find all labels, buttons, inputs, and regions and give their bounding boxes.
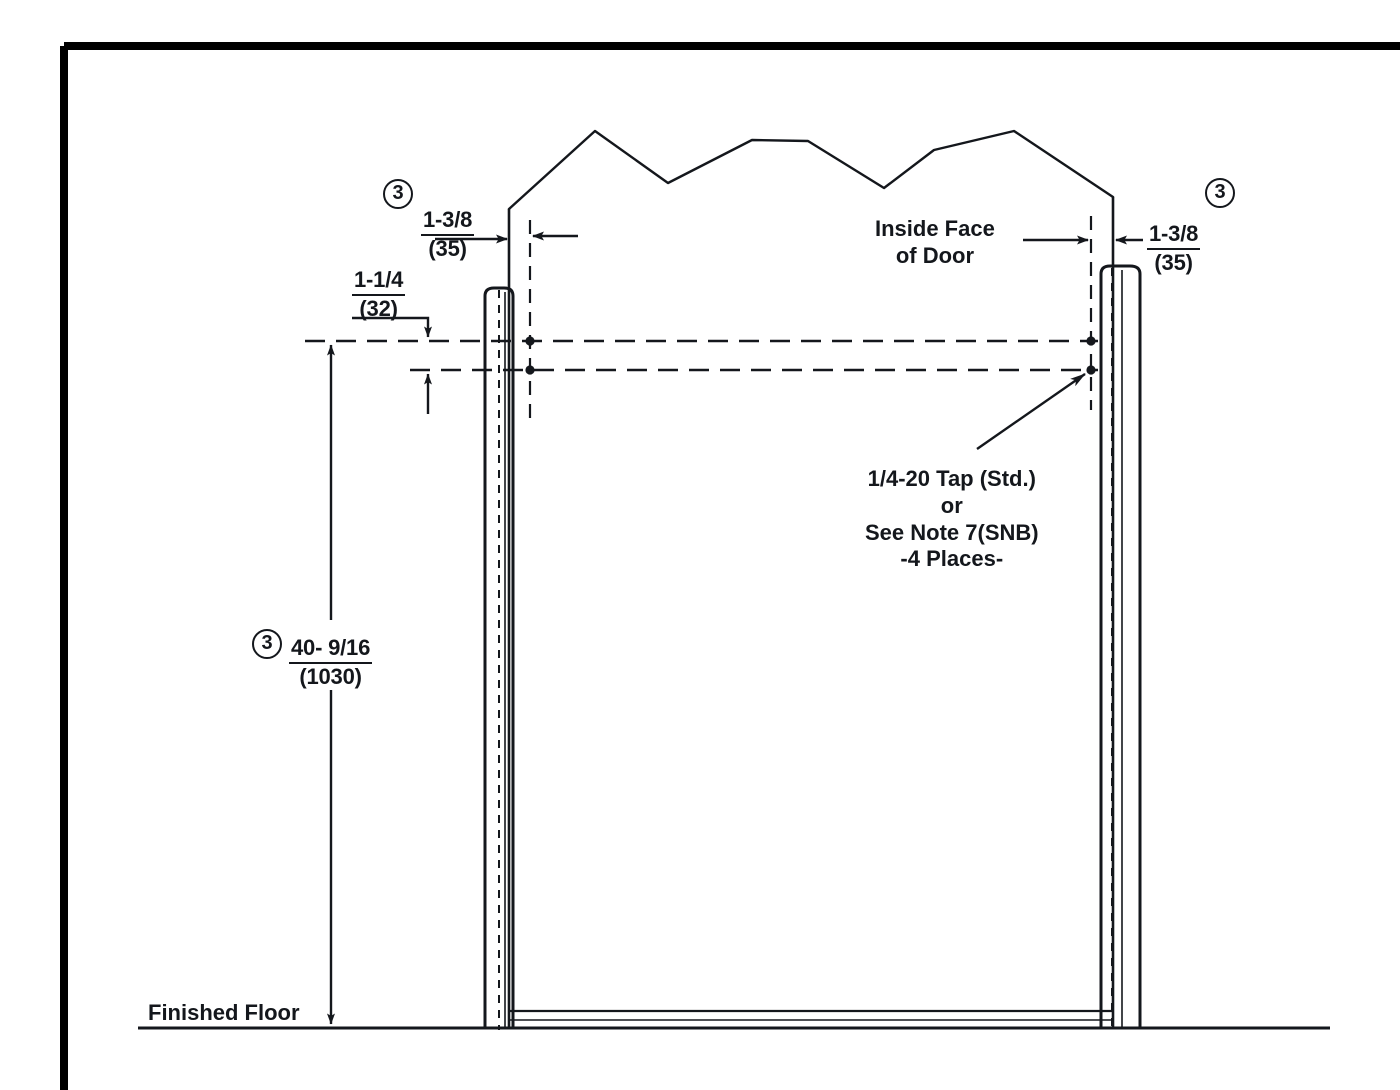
dimension-hinge-offset-imperial: 1-1/4: [352, 267, 406, 296]
dimension-right-thickness-imperial: 1-3/8: [1147, 221, 1201, 250]
label-tap-note-line-4: -4 Places-: [900, 546, 1004, 572]
dimension-right-thickness-metric: (35): [1154, 249, 1193, 275]
balloon-callout-right[interactable]: 3: [1205, 178, 1235, 208]
label-inside-face-of-door-line-2: of Door: [895, 242, 975, 268]
left-jamb: [483, 286, 515, 1030]
label-finished-floor: Finished Floor: [148, 1000, 300, 1025]
dimension-hinge-offset-leader: [352, 316, 432, 414]
dimension-left-thickness: 1-3/8 (35): [421, 207, 475, 261]
label-inside-face-of-door-line-1: Inside Face: [875, 216, 995, 241]
dimension-right-thickness: 1-3/8 (35): [1147, 221, 1201, 275]
tap-centerline-upper: [305, 336, 1098, 346]
label-tap-note-line-3: See Note 7(SNB): [865, 519, 1039, 545]
tap-centerline-lower: [410, 365, 1098, 375]
label-inside-face-of-door: Inside Face of Door: [875, 216, 995, 270]
label-tap-note-line-2: or: [940, 492, 963, 518]
dimension-floor-height-imperial: 40- 9/16: [289, 635, 373, 664]
balloon-callout-left[interactable]: 3: [383, 179, 413, 209]
dimension-left-thickness-metric: (35): [428, 235, 467, 261]
door-bottom-rail: [509, 1009, 1113, 1030]
dimension-floor-height-metric: (1030): [299, 663, 362, 689]
dimension-hinge-offset-metric: (32): [359, 295, 398, 321]
tap-note-leader: [976, 373, 1086, 450]
door-outline: [507, 129, 1115, 1028]
label-tap-note-line-1: 1/4-20 Tap (Std.): [867, 466, 1036, 491]
balloon-callout-height[interactable]: 3: [252, 629, 282, 659]
dimension-hinge-offset: 1-1/4 (32): [352, 267, 406, 321]
dimension-floor-height: 40- 9/16 (1030): [289, 635, 373, 689]
dimension-left-thickness-imperial: 1-3/8: [421, 207, 475, 236]
right-jamb: [1099, 264, 1142, 1030]
dimension-left-thickness-arrows: [435, 231, 578, 244]
label-tap-note: 1/4-20 Tap (Std.) or See Note 7(SNB) -4 …: [865, 466, 1039, 573]
page-border: [60, 42, 1400, 1090]
